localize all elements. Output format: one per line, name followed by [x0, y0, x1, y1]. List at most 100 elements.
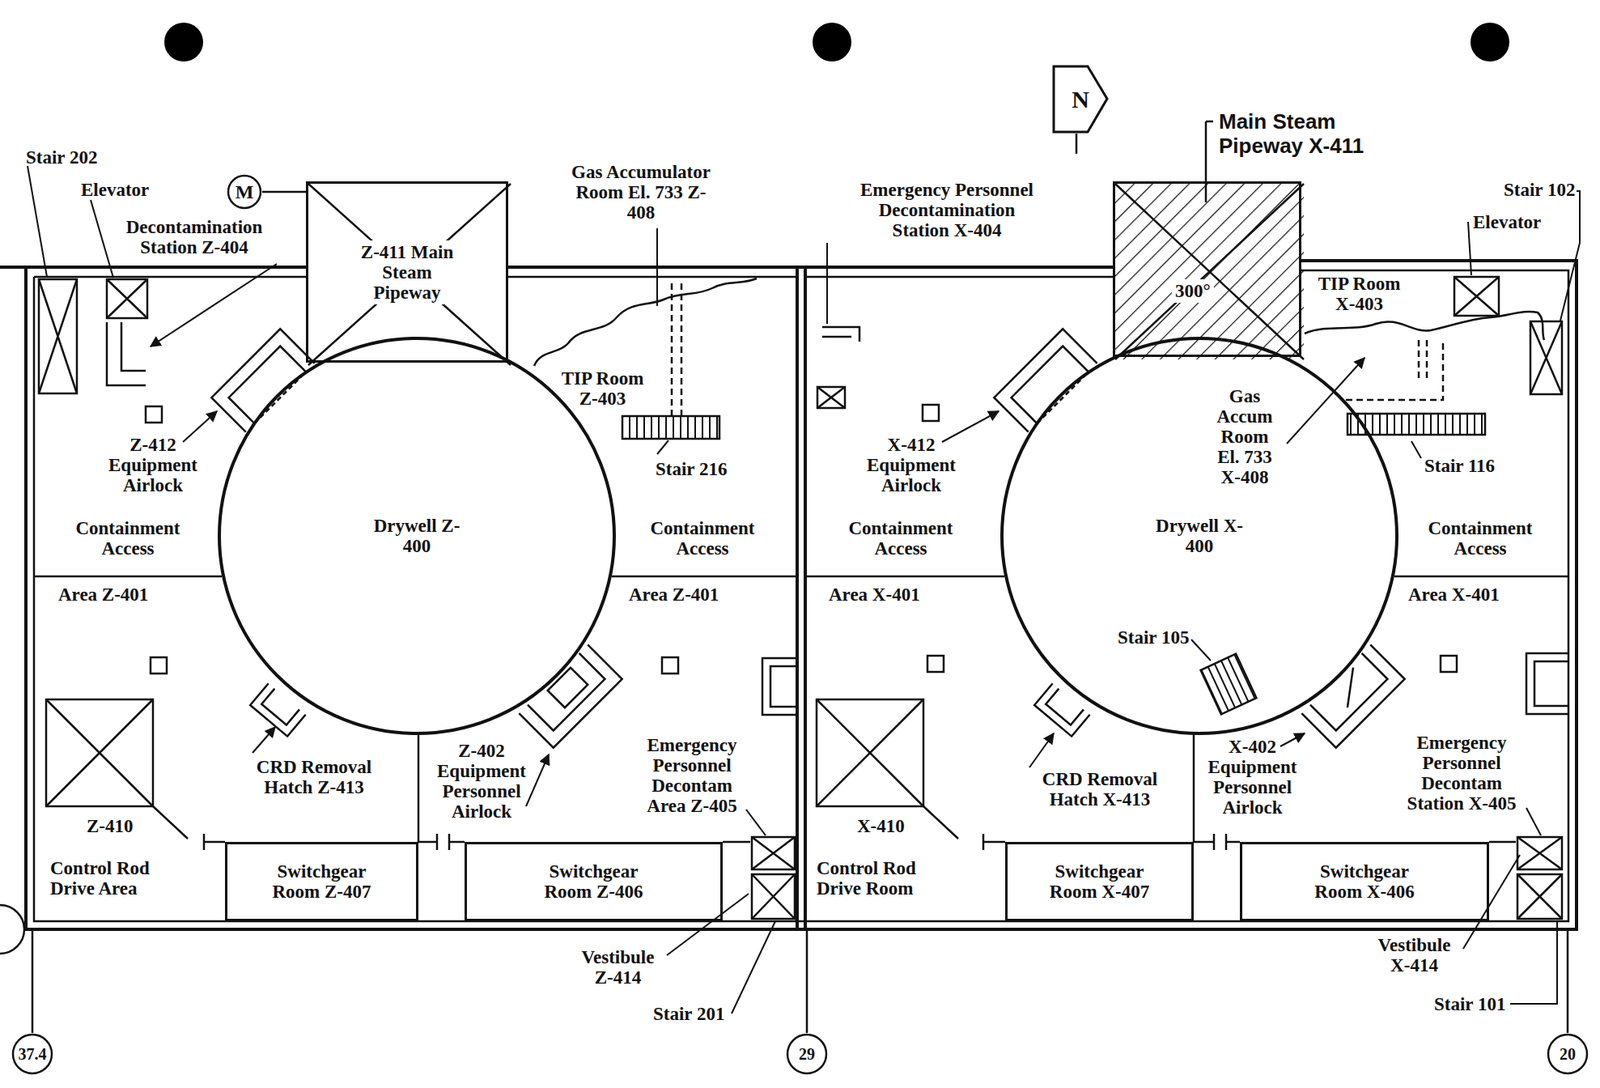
circle-outline: [1001, 338, 1397, 734]
area-label: Containment Access: [641, 517, 764, 559]
hatch-fill: [1115, 183, 1304, 360]
room-label: Vestibule Z-414: [571, 946, 665, 988]
node-text: Drywell Z-400: [372, 515, 462, 556]
area-label: Area X-401: [828, 584, 921, 605]
small-box: [817, 386, 845, 408]
room-label: Gas Accumulator Room El. 733 Z-408: [564, 161, 718, 223]
node-text: Switchgear Room X-407: [1039, 861, 1161, 902]
stair-label: Stair 216: [655, 458, 727, 480]
dashed-line: [1345, 339, 1443, 400]
leader-line: [1280, 733, 1305, 747]
leader-line: [182, 411, 217, 442]
pipeway-box: Z-411 Main Steam Pipeway: [305, 181, 509, 363]
vestibule-x: [1517, 836, 1562, 870]
node-text: Main Steam Pipeway X-411: [1218, 109, 1405, 158]
leader-line: [1286, 357, 1365, 444]
decon-station: [822, 326, 860, 342]
stair-label: Stair 105: [1117, 627, 1189, 648]
room-box: Switchgear Room Z-406: [464, 841, 723, 921]
stair-box: [751, 874, 795, 919]
elevator-x: [1454, 276, 1499, 316]
column: [145, 406, 162, 423]
room-label: Gas Accum Room El. 733 X-408: [1212, 386, 1278, 488]
room-label: Elevator: [1472, 212, 1541, 233]
room-label: Z-412 Equipment Airlock: [100, 434, 206, 496]
room-label: TIP Room X-403: [1312, 273, 1406, 315]
node-text: Switchgear Room Z-406: [533, 861, 655, 902]
vestibule-box: [1517, 836, 1562, 870]
stair-label: Stair 116: [1424, 455, 1495, 476]
room-outline: [534, 278, 757, 366]
decon-area: [762, 657, 798, 715]
column-marker-partial: [0, 904, 25, 954]
area-label: Containment Access: [67, 517, 189, 559]
circle-outline: [219, 338, 615, 734]
decon-area: [1526, 653, 1569, 714]
room-label: CRD Removal Hatch X-413: [1035, 768, 1165, 810]
room-box: Switchgear Room X-406: [1239, 841, 1490, 921]
elevator-box: [106, 279, 148, 319]
elevator-x: [46, 699, 188, 839]
node-text: Switchgear Room Z-407: [261, 861, 383, 902]
column: [927, 655, 944, 672]
connector-line: [262, 190, 306, 194]
room-label: CRD Removal Hatch Z-413: [249, 756, 379, 798]
node-text: 29: [798, 1044, 815, 1064]
leader-line: [27, 165, 47, 277]
north-arrow: N: [1052, 64, 1109, 134]
circle-outline: [228, 175, 261, 208]
stair-treads: [1201, 653, 1257, 715]
decon-station: [106, 322, 146, 386]
node-text: 20: [1559, 1044, 1576, 1064]
stair-treads: [622, 415, 720, 439]
leader-line: [90, 199, 114, 278]
column-marker: 37.4: [11, 1032, 54, 1075]
leader-line: [1463, 854, 1520, 949]
leader-line: [1560, 190, 1580, 321]
room-label: Elevator: [80, 179, 149, 200]
dashed-line: [671, 283, 682, 416]
stair-x: [751, 874, 795, 919]
area-divider: [418, 733, 1194, 842]
stair-label: Stair 201: [653, 1003, 725, 1024]
column: [150, 657, 167, 674]
room-label: TIP Room Z-403: [555, 368, 650, 409]
stair-x: [1530, 321, 1562, 395]
leader-line: [746, 809, 766, 836]
node-text: 300°: [1171, 279, 1214, 303]
leader-line: [1526, 807, 1541, 836]
leader-line: [656, 228, 658, 306]
drywell-circle: Drywell X-400: [1000, 336, 1399, 735]
stair-box: [38, 279, 77, 394]
equipment-airlock: [211, 328, 315, 432]
elevator-x: [106, 279, 148, 319]
room-label: X-412 Equipment Airlock: [858, 434, 964, 496]
area-label: Containment Access: [840, 517, 962, 559]
stair-box: [1517, 874, 1562, 919]
elevator-box: [1454, 276, 1499, 316]
column-marker: 20: [1546, 1032, 1589, 1075]
grid-bubble: M: [226, 174, 263, 210]
north-stem: [1075, 133, 1078, 154]
column: [1440, 655, 1457, 672]
room-label: Emergency Personnel Decontam Station X-4…: [1400, 732, 1523, 814]
leader-line: [1191, 639, 1211, 661]
leader-line: [1029, 733, 1054, 768]
room-label: Control Rod Drive Area: [50, 857, 172, 899]
vestibule-x: [751, 836, 795, 870]
column: [662, 657, 679, 674]
elevator-x: [816, 699, 959, 839]
room-outline: [1304, 311, 1545, 340]
room-label: Control Rod Drive Room: [816, 857, 938, 899]
stair-label: Stair 102: [1503, 179, 1575, 200]
room-label: X-410: [857, 815, 905, 837]
stair-label: Stair 101: [1434, 993, 1506, 1015]
stair-label: Stair 202: [25, 147, 98, 168]
pipeway-box: Main Steam Pipeway X-411300°: [1112, 181, 1302, 357]
node-text: Drywell X-400: [1154, 515, 1244, 556]
node-text: M: [235, 180, 255, 204]
room-label: Decontamination Station Z-404: [113, 216, 276, 258]
room-label: Z-410: [86, 815, 134, 837]
node-text: 37.4: [18, 1044, 47, 1064]
